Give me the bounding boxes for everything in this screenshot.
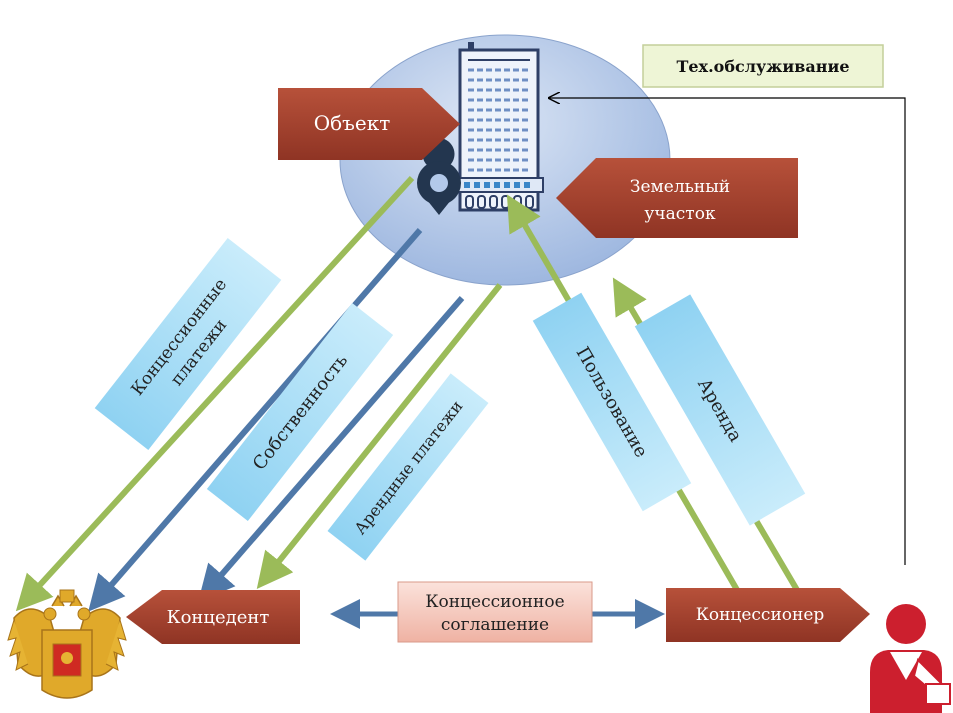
concessionaire-box: Концессионер xyxy=(666,588,870,642)
concessionaire-label: Концессионер xyxy=(696,605,825,625)
rent-box: Аренда xyxy=(634,294,806,526)
object-label-box: Объект xyxy=(278,88,460,160)
rent-payments-arrow xyxy=(256,283,503,590)
ownership-arrow-2 xyxy=(198,296,465,602)
agreement-line1: Концессионное xyxy=(425,592,564,612)
concession-payments-arrow xyxy=(15,175,415,612)
location-pin-icon xyxy=(417,138,461,215)
object-label: Объект xyxy=(314,111,391,135)
concedent-label: Концедент xyxy=(167,607,270,628)
maintenance-box: Тех.обслуживание xyxy=(642,44,884,88)
agreement-line2: соглашение xyxy=(441,615,549,635)
maintenance-label: Тех.обслуживание xyxy=(676,57,849,76)
concession-agreement-box: Концессионное соглашение xyxy=(397,581,593,643)
building-icon xyxy=(454,42,544,212)
land-plot-label-box: Земельный участок xyxy=(556,158,798,238)
russian-coat-of-arms-icon xyxy=(7,589,127,699)
ownership-arrow xyxy=(88,228,423,612)
businessman-icon xyxy=(870,604,951,713)
maintenance-arrow xyxy=(549,98,906,565)
land-plot-label-line1: Земельный xyxy=(630,177,730,197)
concedent-box: Концедент xyxy=(126,590,300,644)
rent-payments-label: Арендные платежи xyxy=(350,397,466,538)
land-plot-label-line2: участок xyxy=(644,204,716,224)
